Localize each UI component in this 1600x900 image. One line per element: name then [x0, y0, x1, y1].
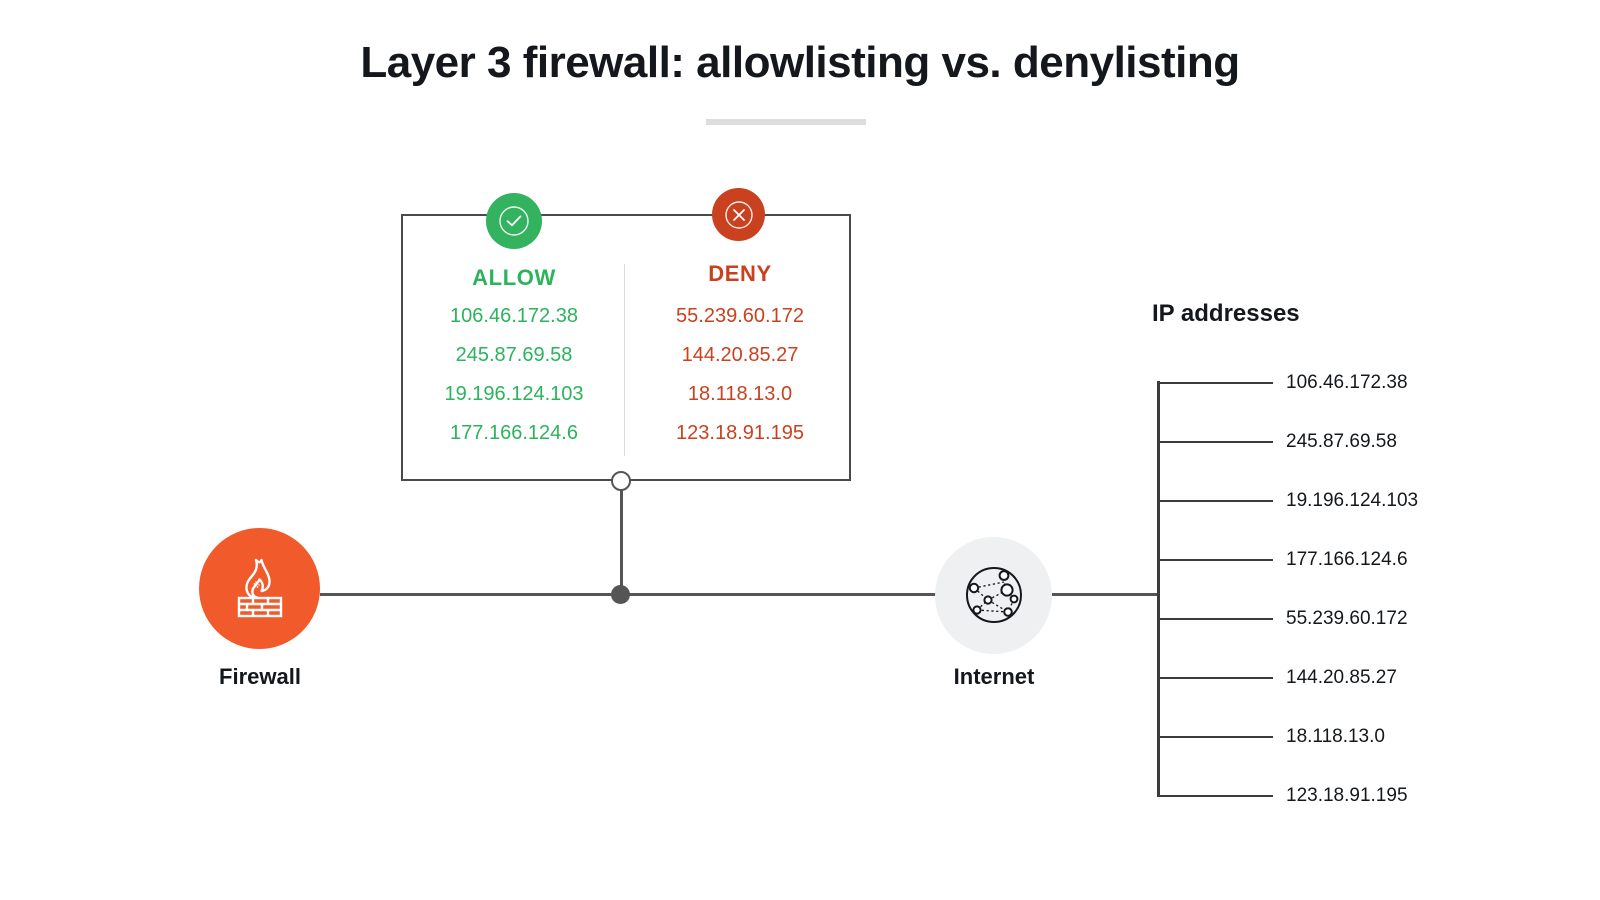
allow-ip-item: 245.87.69.58: [455, 344, 573, 366]
internet-node: [935, 537, 1052, 654]
deny-ip-item: 18.118.13.0: [687, 383, 793, 405]
ip-bracket-arm: [1157, 677, 1273, 679]
internet-network-globe-icon: [965, 566, 1022, 623]
ip-bracket-arm: [1157, 795, 1273, 797]
ip-list-item: 123.18.91.195: [1286, 785, 1408, 806]
allow-ip-item: 19.196.124.103: [444, 383, 584, 405]
allow-ip-item: 177.166.124.6: [450, 422, 578, 444]
firewall-flame-brick-icon: [237, 558, 282, 617]
allow-badge: [486, 193, 542, 249]
ip-bracket-arm: [1157, 500, 1273, 502]
internet-to-ip-list-line: [1052, 593, 1160, 596]
deny-ip-list: 55.239.60.172 144.20.85.27 18.118.13.0 1…: [640, 297, 840, 453]
firewall-label: Firewall: [219, 664, 301, 689]
title-underline-rule: [706, 119, 866, 125]
check-circle-icon: [499, 206, 529, 236]
deny-ip-item: 55.239.60.172: [676, 305, 804, 327]
ip-bracket-arm: [1157, 441, 1273, 443]
rules-drop-connector-node-solid: [611, 585, 630, 604]
allow-column-heading: ALLOW: [472, 265, 556, 290]
rules-column-divider: [624, 264, 625, 456]
x-circle-icon: [724, 200, 753, 229]
deny-ip-item: 144.20.85.27: [681, 344, 799, 366]
ip-addresses-title: IP addresses: [1152, 300, 1300, 327]
ip-list-item: 18.118.13.0: [1286, 726, 1385, 747]
ip-list-item: 19.196.124.103: [1286, 490, 1419, 511]
ip-list-item: 245.87.69.58: [1286, 431, 1397, 452]
allow-ip-item: 106.46.172.38: [450, 305, 578, 327]
ip-list-item: 106.46.172.38: [1286, 372, 1408, 393]
internet-label: Internet: [953, 664, 1035, 689]
ip-bracket-arm: [1157, 618, 1273, 620]
ip-list-item: 144.20.85.27: [1286, 667, 1397, 688]
rules-drop-connector-line: [620, 481, 623, 594]
ip-bracket-spine: [1157, 381, 1160, 797]
deny-ip-item: 123.18.91.195: [676, 422, 804, 444]
deny-badge: [712, 188, 765, 241]
ip-bracket-arm: [1157, 559, 1273, 561]
rules-drop-connector-node-hollow: [611, 471, 631, 491]
firewall-node: [199, 528, 320, 649]
allow-ip-list: 106.46.172.38 245.87.69.58 19.196.124.10…: [414, 297, 614, 453]
ip-list-item: 177.166.124.6: [1286, 549, 1408, 570]
deny-column-heading: DENY: [708, 261, 772, 286]
ip-list-item: 55.239.60.172: [1286, 608, 1408, 629]
ip-bracket-arm: [1157, 382, 1273, 384]
page-title: Layer 3 firewall: allowlisting vs. denyl…: [360, 38, 1240, 87]
ip-bracket-arm: [1157, 736, 1273, 738]
